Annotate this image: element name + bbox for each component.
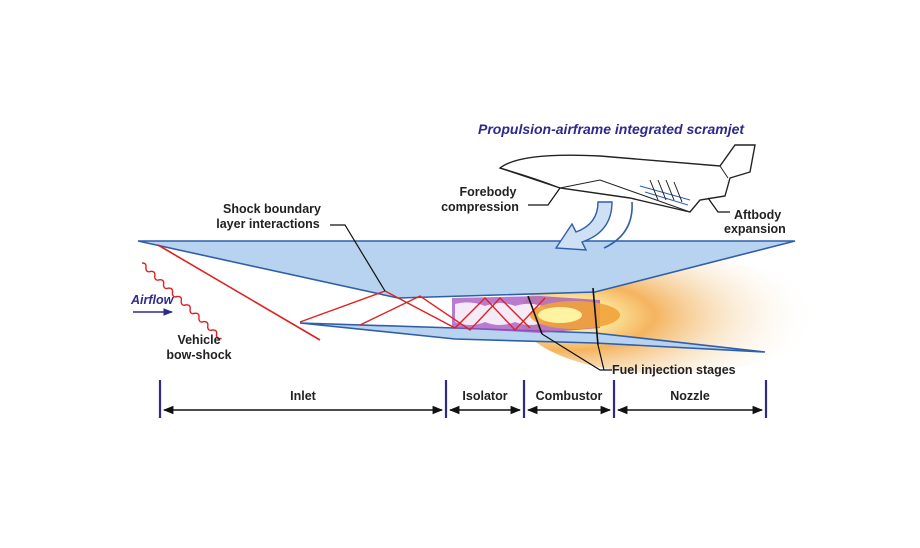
aftbody-label-1: Aftbody	[734, 208, 781, 222]
forebody-label-1: Forebody	[460, 185, 517, 199]
flame-bright	[538, 307, 582, 323]
section-label-nozzle: Nozzle	[670, 389, 710, 403]
fuel-injector-1	[527, 295, 543, 335]
section-label-combustor: Combustor	[536, 389, 603, 403]
aftbody-label-2: expansion	[724, 222, 786, 236]
bow-shock-wave	[141, 262, 222, 340]
section-brackets	[158, 380, 768, 418]
section-label-inlet: Inlet	[290, 389, 317, 403]
forebody-label-2: compression	[441, 200, 519, 214]
diagram-title: Propulsion-airframe integrated scramjet	[478, 121, 745, 137]
shock-label-1: Shock boundary	[223, 202, 321, 216]
bowshock-label-2: bow-shock	[166, 348, 231, 362]
inlet-shock-pattern	[299, 290, 546, 332]
forebody-leader-line	[528, 187, 561, 206]
section-label-isolator: Isolator	[462, 389, 507, 403]
shock-leader-line	[330, 224, 386, 292]
inlet-shock-pattern-2	[359, 295, 531, 331]
flow-direction-arrow-tail	[603, 201, 633, 249]
flow-direction-arrow	[554, 201, 613, 251]
fuel-injection-label: Fuel injection stages	[612, 363, 736, 377]
airflow-label: Airflow	[130, 293, 175, 307]
scramjet-vehicle	[498, 144, 756, 213]
aftbody-leader-line	[707, 197, 730, 213]
bowshock-label-1: Vehicle	[177, 333, 220, 347]
fuel-leader-line-2	[597, 344, 605, 371]
shock-label-2: layer interactions	[216, 217, 320, 231]
fuel-injector-2	[592, 287, 599, 346]
fuel-leader-line	[541, 333, 612, 371]
bow-shock-line	[157, 244, 321, 341]
